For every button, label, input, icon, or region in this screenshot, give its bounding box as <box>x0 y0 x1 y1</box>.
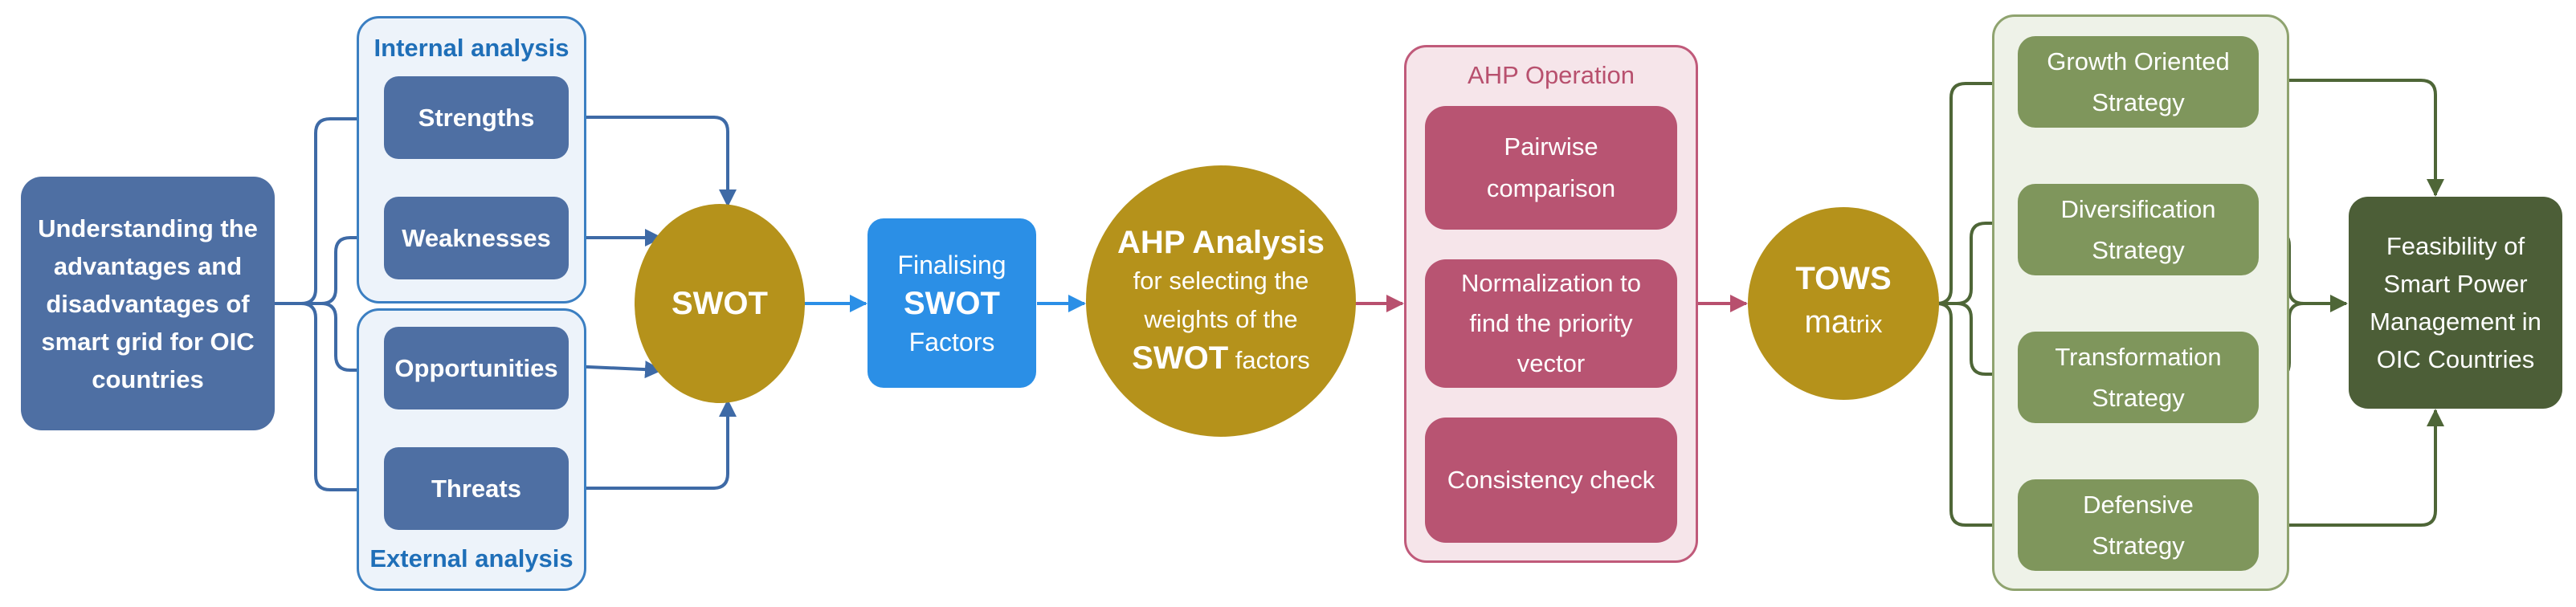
transformation-strategy-box: Transformation Strategy <box>2018 332 2259 423</box>
threats-box: Threats <box>384 447 569 530</box>
finalising-line-2: SWOT <box>904 285 1000 321</box>
feasibility-line-3: Management in <box>2370 308 2541 336</box>
pairwise-line-2: comparison <box>1486 174 1616 202</box>
growth-line-2: Strategy <box>2092 88 2185 116</box>
tows-line-1: TOWS <box>1795 260 1892 296</box>
pairwise-comparison-box: Pairwise comparison <box>1425 106 1677 230</box>
diversification-line-1: Diversification <box>2060 195 2216 223</box>
pairwise-line-1: Pairwise <box>1504 132 1598 161</box>
strengths-box: Strengths <box>384 76 569 159</box>
finalising-line-3: Factors <box>908 327 995 356</box>
tows-line-2: matrix <box>1805 300 1883 351</box>
normalization-line-2: find the priority <box>1469 309 1633 337</box>
normalization-line-1: Normalization to <box>1461 269 1641 297</box>
tows-ma: ma <box>1804 304 1850 340</box>
diversification-strategy-box: Diversification Strategy <box>2018 184 2259 275</box>
understanding-line-4: smart grid for OIC <box>41 327 255 356</box>
growth-oriented-strategy-box: Growth Oriented Strategy <box>2018 36 2259 128</box>
arrow-defensive-to-feasibility <box>2257 409 2444 527</box>
understanding-line-5: countries <box>92 365 204 393</box>
diversification-line-2: Strategy <box>2092 236 2185 264</box>
understanding-line-2: advantages and <box>53 251 243 280</box>
internal-analysis-label: Internal analysis <box>374 34 569 62</box>
arrow-to-defensive <box>1936 302 2016 534</box>
finalising-line-1: Finalising <box>897 250 1006 279</box>
ahp-analysis-factors-word: factors <box>1228 345 1310 374</box>
external-analysis-label: External analysis <box>369 544 574 572</box>
arrow-to-transformation <box>1936 302 2016 383</box>
feasibility-line-2: Smart Power <box>2383 270 2528 298</box>
feasibility-line-1: Feasibility of <box>2386 232 2525 260</box>
ahp-operation-label: AHP Operation <box>1468 61 1635 89</box>
normalization-line-3: vector <box>1517 349 1586 377</box>
ahp-analysis-swot-word: SWOT <box>1132 340 1229 376</box>
arrow-threats-to-swot <box>570 399 737 490</box>
ahp-analysis-title: AHP Analysis <box>1117 224 1325 260</box>
ahp-analysis-line-2: for selecting the <box>1133 266 1309 295</box>
arrow-strengths-to-swot <box>570 116 737 207</box>
swot-circle: SWOT <box>635 204 805 403</box>
growth-line-1: Growth Oriented <box>2047 47 2230 75</box>
tows-trix: trix <box>1849 309 1883 338</box>
understanding-line-3: disadvantages of <box>46 289 250 318</box>
transformation-line-1: Transformation <box>2055 343 2222 371</box>
ahp-analysis-line-4: SWOT factors <box>1132 339 1310 380</box>
ahp-analysis-circle: AHP Analysis for selecting the weights o… <box>1086 165 1356 437</box>
finalising-swot-box: Finalising SWOT Factors <box>868 218 1036 388</box>
feasibility-box: Feasibility of Smart Power Management in… <box>2349 197 2562 409</box>
arrow-to-opportunities <box>273 302 384 379</box>
normalization-box: Normalization to find the priority vecto… <box>1425 259 1677 388</box>
defensive-line-2: Strategy <box>2092 532 2185 560</box>
defensive-strategy-box: Defensive Strategy <box>2018 479 2259 571</box>
consistency-check-box: Consistency check <box>1425 418 1677 543</box>
arrow-to-threats <box>273 302 384 499</box>
weaknesses-box: Weaknesses <box>384 197 569 279</box>
arrow-growth-to-feasibility <box>2257 79 2444 197</box>
defensive-line-1: Defensive <box>2083 491 2194 519</box>
understanding-line-1: Understanding the <box>38 214 258 242</box>
opportunities-box: Opportunities <box>384 327 569 409</box>
ahp-analysis-line-3: weights of the <box>1144 304 1298 333</box>
feasibility-line-4: OIC Countries <box>2376 345 2535 373</box>
transformation-line-2: Strategy <box>2092 384 2185 412</box>
understanding-box: Understanding the advantages and disadva… <box>21 177 275 430</box>
tows-matrix-circle: TOWS matrix <box>1748 207 1939 400</box>
